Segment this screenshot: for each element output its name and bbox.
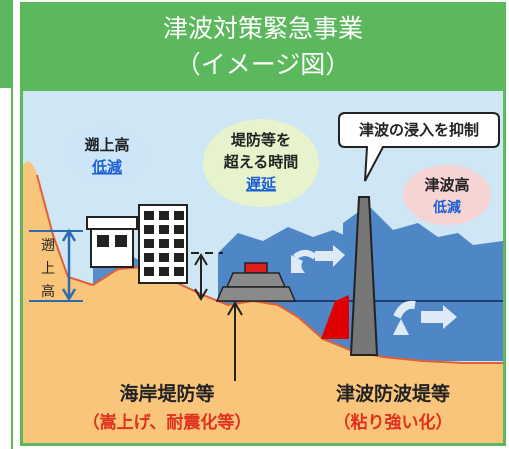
panel-title: 津波対策緊急事業 bbox=[162, 14, 363, 43]
seawall-top bbox=[225, 272, 287, 288]
wave-height-title: 津波高 bbox=[424, 176, 469, 194]
delay-bubble bbox=[203, 119, 319, 207]
tsunami-project-panel: 津波対策緊急事業 （イメージ図） 遡 上 高 bbox=[20, 2, 506, 446]
breakwater-note: （粘り強い化） bbox=[334, 412, 453, 433]
runup-line bbox=[36, 174, 503, 364]
callout-bubble bbox=[338, 112, 500, 182]
runup-vertical-2: 上 bbox=[41, 261, 55, 277]
house-roof bbox=[86, 216, 138, 230]
tsunami-breakwater bbox=[349, 196, 379, 356]
seawall-note: （嵩上げ、耐震化等） bbox=[83, 412, 252, 433]
delay-line-2: 超える時間 bbox=[223, 153, 299, 171]
wave-height-effect: 低減 bbox=[432, 199, 461, 216]
left-panel-header-edge bbox=[0, 0, 13, 88]
apartment-windows bbox=[144, 211, 184, 276]
runup-bubble bbox=[67, 127, 147, 183]
runup-vertical-3: 高 bbox=[41, 283, 55, 300]
wave-arrow-right bbox=[393, 300, 457, 335]
delay-line-1: 堤防等を bbox=[231, 131, 291, 149]
runup-vertical-1: 遡 bbox=[41, 238, 55, 254]
wave-arrow-middle bbox=[291, 245, 345, 273]
house-window-2 bbox=[115, 235, 127, 247]
house-window-1 bbox=[97, 235, 109, 247]
seawall-height-arrow-heads bbox=[194, 253, 208, 301]
wave-height-bubble bbox=[403, 165, 491, 225]
panel-subtitle: （イメージ図） bbox=[175, 50, 351, 79]
left-panel-edge bbox=[0, 0, 14, 449]
seawall-base bbox=[215, 286, 297, 302]
callout-text: 津波の浸入を抑制 bbox=[359, 121, 479, 139]
runup-arrow-heads bbox=[61, 228, 77, 302]
land-ground bbox=[23, 161, 503, 443]
runup-effect: 低減 bbox=[91, 158, 122, 176]
breakwater-caption: 津波防波堤等 bbox=[336, 382, 450, 405]
wave-right bbox=[343, 205, 503, 325]
left-panel-border bbox=[11, 88, 13, 449]
delay-effect: 遅延 bbox=[246, 175, 277, 193]
runup-title: 遡上高 bbox=[84, 136, 129, 154]
panel-header: 津波対策緊急事業 （イメージ図） bbox=[23, 5, 503, 91]
seawall-pointer-head bbox=[227, 301, 243, 316]
seawall-caption: 海岸堤防等 bbox=[119, 382, 214, 405]
seawall-raised-part bbox=[244, 262, 268, 274]
tsunami-illustration: 遡 上 高 bbox=[23, 91, 503, 443]
breakwater-red-part bbox=[321, 295, 349, 339]
